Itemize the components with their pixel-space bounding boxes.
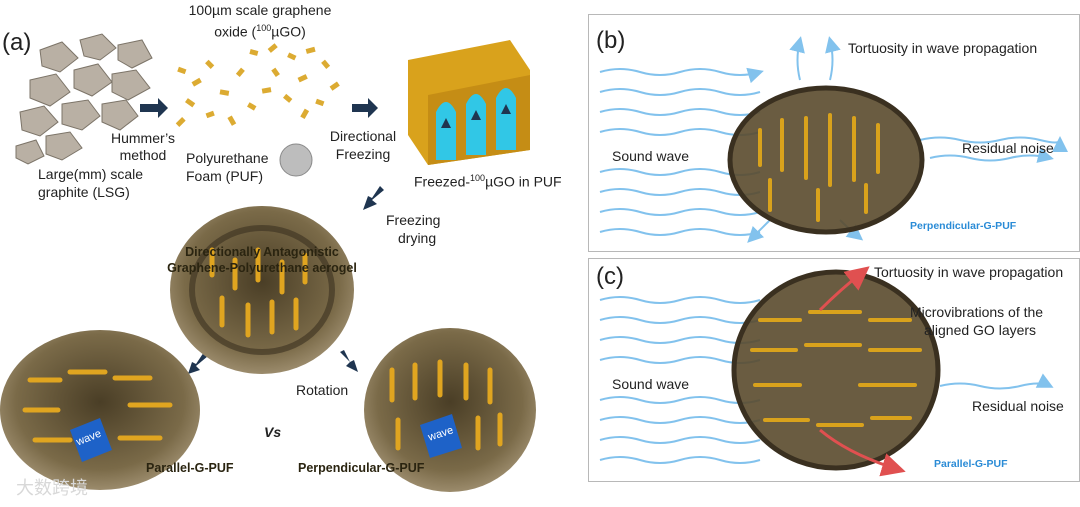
- aerogel-sphere: [170, 206, 354, 374]
- panel-c-red-arrows: [818, 266, 906, 477]
- vs-label: Vs: [264, 424, 282, 440]
- freezed-go-block: [408, 40, 530, 165]
- panel-c-micro-line1: Microvibrations of the: [910, 304, 1044, 320]
- panel-b-caption: Perpendicular-G-PUF: [910, 220, 1017, 232]
- panel-c-frame: [588, 258, 1080, 482]
- panel-c-sound-wave: Sound wave: [612, 376, 690, 392]
- rotation-label: Rotation: [296, 382, 349, 398]
- freezing-line1: Freezing: [386, 212, 441, 228]
- panel-b-sound-wave: Sound wave: [612, 148, 690, 164]
- parallel-gpuf-sphere: [0, 330, 200, 490]
- parallel-label: Parallel-G-PUF: [146, 461, 234, 475]
- directional-line1: Directional: [329, 128, 397, 144]
- watermark: 大数跨境: [16, 478, 88, 498]
- go-title-line2: oxide (100µGO): [214, 23, 306, 40]
- process-arrows: [140, 98, 384, 374]
- graphite-flakes: [15, 33, 153, 165]
- puf-line1: Polyurethane: [186, 150, 269, 166]
- freezed-label: Freezed-100µGO in PUF: [414, 173, 562, 190]
- go-title-line1: 100µm scale graphene: [188, 2, 332, 18]
- panel-c-label: (c): [596, 263, 624, 290]
- panel-b-tortuosity: Tortuosity in wave propagation: [848, 40, 1038, 56]
- hummer-line2: method: [119, 147, 167, 163]
- directional-line2: Freezing: [335, 146, 391, 162]
- hummer-line1: Hummer’s: [110, 130, 176, 146]
- go-flakes: [175, 43, 340, 127]
- panel-b-residual: Residual noise: [962, 140, 1054, 156]
- panel-c-micro-line2: aligned GO layers: [924, 322, 1037, 338]
- puf-sphere: [279, 143, 313, 177]
- panel-b-label: (b): [596, 27, 626, 54]
- puf-line2: Foam (PUF): [186, 168, 263, 184]
- aerogel-line2: Graphene-Polyurethane aerogel: [167, 261, 357, 275]
- panel-c-residual: Residual noise: [972, 398, 1064, 414]
- panel-b-foam: [727, 85, 925, 235]
- lsg-line1: Large(mm) scale: [38, 166, 144, 182]
- perpendicular-gpuf-sphere: [364, 328, 536, 492]
- panel-c-waves: [599, 296, 1054, 464]
- perpendicular-label: Perpendicular-G-PUF: [298, 461, 425, 475]
- panel-c-foam: [731, 269, 941, 471]
- aerogel-line1: Directionally Antagonistic: [185, 245, 339, 259]
- freezing-line2: drying: [398, 230, 437, 246]
- panel-a-label: (a): [2, 29, 32, 56]
- panel-c-tortuosity: Tortuosity in wave propagation: [874, 264, 1064, 280]
- panel-c-caption: Parallel-G-PUF: [934, 458, 1008, 470]
- lsg-line2: graphite (LSG): [38, 184, 130, 200]
